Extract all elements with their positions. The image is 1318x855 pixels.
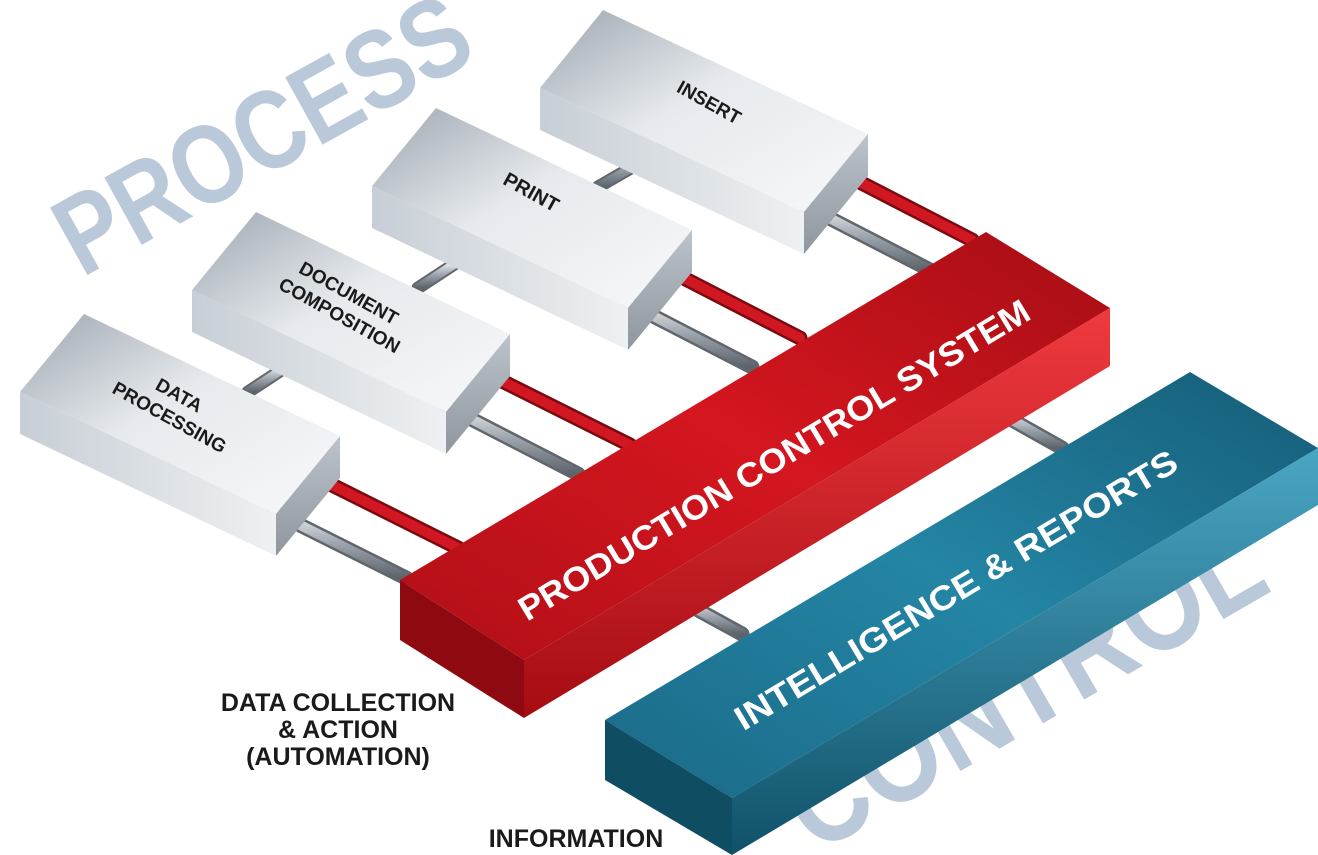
station-print: PRINT [372, 108, 692, 350]
data-collection-caption: DATA COLLECTION & ACTION (AUTOMATION) [188, 690, 488, 771]
station-document-composition: DOCUMENT COMPOSITION [192, 212, 510, 454]
caption-line: & ACTION [278, 716, 398, 744]
station-insert: INSERT [540, 10, 868, 254]
caption-line: DATA COLLECTION [220, 689, 456, 717]
information-caption: INFORMATION [488, 825, 664, 853]
caption-line: (AUTOMATION) [246, 743, 430, 771]
station-data-processing: DATA PROCESSING [20, 314, 340, 556]
